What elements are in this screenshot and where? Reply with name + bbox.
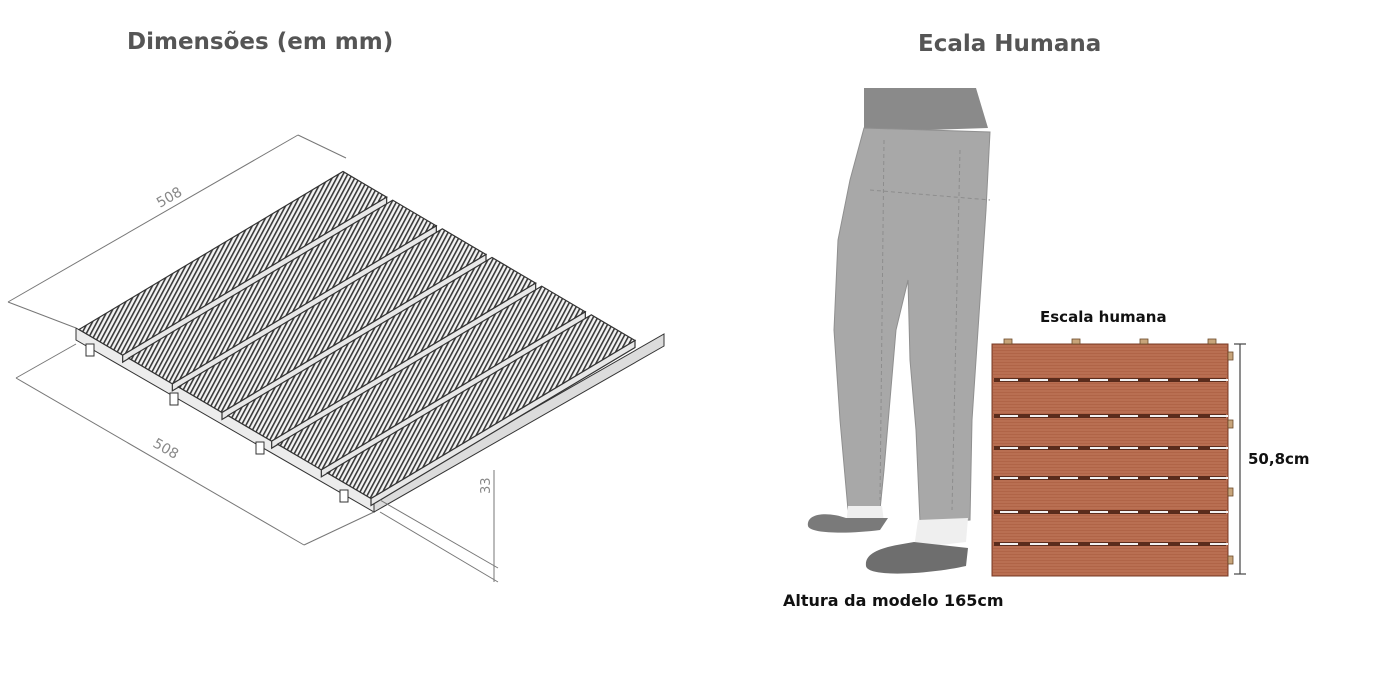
slat-gap: [994, 476, 1226, 480]
gap-light: [1150, 379, 1168, 381]
gap-light: [1030, 379, 1048, 381]
gap-light: [1210, 477, 1228, 479]
sock-left: [846, 506, 884, 526]
gap-light: [1150, 543, 1168, 545]
gap-light: [1180, 543, 1198, 545]
gap-light: [1000, 477, 1018, 479]
gap-light: [1180, 477, 1198, 479]
gap-light: [1150, 511, 1168, 513]
gap-light: [1090, 543, 1108, 545]
sock-right: [914, 518, 968, 548]
gap-light: [1060, 477, 1078, 479]
dimension-lines: [7, 134, 499, 583]
gap-light: [1090, 415, 1108, 417]
gap-light: [1060, 447, 1078, 449]
gap-light: [1000, 543, 1018, 545]
gap-light: [1030, 477, 1048, 479]
slat-gap: [994, 446, 1226, 450]
tile-dimension-drawing: 508 508 33: [7, 134, 665, 583]
gap-light: [1150, 447, 1168, 449]
wood-tile: [991, 343, 1229, 577]
tile-slats: [77, 170, 637, 507]
human-scale-title: Ecala Humana: [918, 31, 1102, 57]
length-dimension-label: 508: [154, 184, 185, 211]
gap-light: [1210, 543, 1228, 545]
gap-light: [1000, 447, 1018, 449]
gap-light: [1000, 511, 1018, 513]
gap-light: [1120, 477, 1138, 479]
gap-light: [1210, 379, 1228, 381]
gap-light: [1180, 447, 1198, 449]
connector-clips: [85, 343, 349, 503]
gap-light: [1210, 447, 1228, 449]
pants-seams: [869, 139, 991, 511]
gap-light: [1090, 447, 1108, 449]
gap-light: [1030, 543, 1048, 545]
gap-light: [1060, 379, 1078, 381]
gap-light: [1120, 447, 1138, 449]
slat-gap: [994, 378, 1226, 382]
tile-size-label: 50,8cm: [1248, 450, 1310, 468]
shirt-shape: [864, 88, 988, 132]
gap-light: [1150, 415, 1168, 417]
gap-light: [1030, 511, 1048, 513]
gap-light: [1060, 543, 1078, 545]
slat-gap: [994, 414, 1226, 418]
model-height-label: Altura da modelo 165cm: [783, 591, 1004, 610]
gap-light: [1180, 511, 1198, 513]
scale-label: Escala humana: [1040, 308, 1167, 326]
gap-light: [1000, 379, 1018, 381]
size-bracket: [1234, 343, 1246, 575]
gap-light: [1120, 415, 1138, 417]
wood-slat-gaps: [994, 378, 1228, 546]
gap-light: [1000, 415, 1018, 417]
gap-light: [1210, 511, 1228, 513]
gap-light: [1090, 477, 1108, 479]
gap-light: [1180, 379, 1198, 381]
slat-edge: [370, 339, 636, 507]
gap-light: [1120, 379, 1138, 381]
slat-gap: [994, 510, 1226, 514]
gap-light: [1150, 477, 1168, 479]
dimensions-title: Dimensões (em mm): [127, 29, 394, 55]
shoe-right: [865, 542, 968, 574]
height-dimension-label: 33: [479, 477, 494, 494]
wood-grain: [993, 345, 1227, 575]
gap-light: [1090, 379, 1108, 381]
gap-light: [1030, 415, 1048, 417]
gap-light: [1120, 543, 1138, 545]
tile-side-face: [373, 333, 665, 513]
gap-light: [1210, 415, 1228, 417]
tile-clips: [1003, 338, 1234, 565]
gap-light: [1180, 415, 1198, 417]
gap-light: [1120, 511, 1138, 513]
gap-light: [1060, 415, 1078, 417]
gap-light: [1030, 447, 1048, 449]
gap-light: [1090, 511, 1108, 513]
pants-shape: [833, 127, 991, 523]
shoe-left: [807, 514, 888, 533]
slat-gap: [994, 542, 1226, 546]
gap-light: [1060, 511, 1078, 513]
